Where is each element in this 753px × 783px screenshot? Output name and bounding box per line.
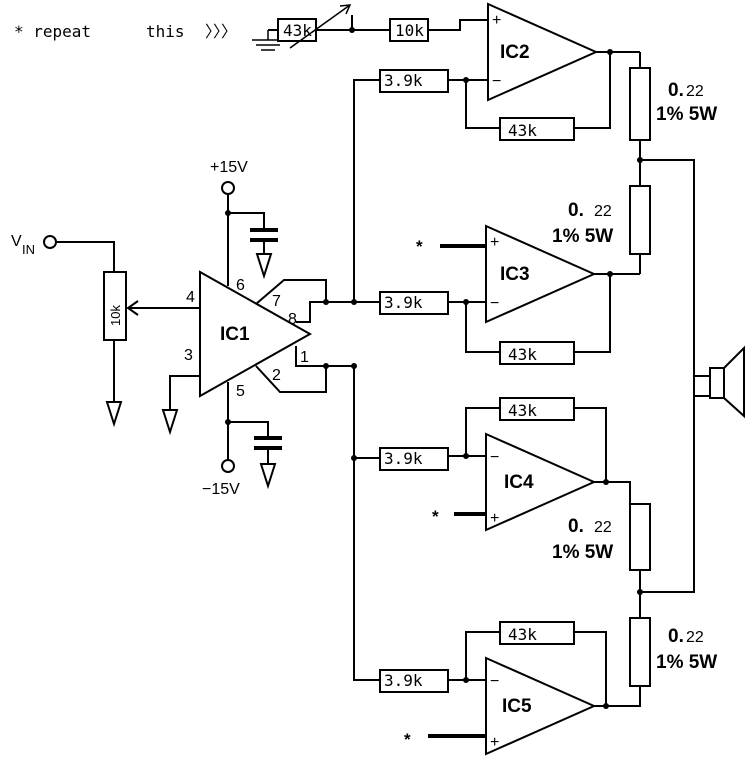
input-stage: V IN 10k xyxy=(11,233,200,436)
ic3-input-label: 3.9k xyxy=(384,293,423,312)
ic1-pin3: 3 xyxy=(184,347,193,364)
ic5-plus: + xyxy=(490,734,499,751)
bus-upper xyxy=(353,79,380,302)
ic5-star: * xyxy=(404,730,411,749)
vin-label: V xyxy=(11,233,22,250)
ic1-pin5: 5 xyxy=(236,383,245,400)
ground-pot xyxy=(105,401,123,428)
ic2-body xyxy=(487,2,599,102)
ic3-label: IC3 xyxy=(500,264,530,285)
ic3-plus: + xyxy=(490,234,499,251)
ic4-stage: 3.9k 43k − + IC4 * xyxy=(379,397,631,532)
ic3-minus: − xyxy=(490,295,499,312)
ic3-feedback-label: 43k xyxy=(508,345,537,364)
ic4-body xyxy=(485,432,597,532)
out-r4-value-a: 0. xyxy=(668,626,684,647)
repeat-10k-label: 10k xyxy=(395,21,424,40)
ic3-body xyxy=(485,224,597,324)
ground-cap-neg xyxy=(259,463,277,490)
ic1: IC1 4 3 6 5 7 8 1 2 +15V −15V xyxy=(184,159,357,498)
ic1-pin1: 1 xyxy=(300,349,309,366)
out-r2-spec: 1% 5W xyxy=(552,226,613,247)
ic2-minus: − xyxy=(492,73,501,90)
output-network: 0. 22 1% 5W 0. 22 1% 5W 0. 22 1% 5W 0. 2… xyxy=(552,52,717,687)
ic2-plus: + xyxy=(492,12,501,29)
supply-neg-terminal xyxy=(221,459,235,473)
repeat-note-text: * repeat xyxy=(14,22,91,41)
ic4-star: * xyxy=(432,507,439,526)
ic4-input-resistor xyxy=(379,447,449,471)
supply-pos-label: +15V xyxy=(210,159,248,176)
ic2-input-label: 3.9k xyxy=(384,71,423,90)
ic1-pin7: 7 xyxy=(272,293,281,310)
ic5-label: IC5 xyxy=(502,696,532,717)
ic5-minus: − xyxy=(490,673,499,690)
repeat-note: * repeat this 〉〉〉 43k 10k xyxy=(14,4,488,51)
ic4-minus: − xyxy=(490,449,499,466)
this-note-text: this xyxy=(146,22,185,41)
repeat-43k-label: 43k xyxy=(283,21,312,40)
out-r2-value-b: 22 xyxy=(594,203,612,220)
ic4-input-label: 3.9k xyxy=(384,449,423,468)
ic1-body xyxy=(199,270,313,398)
ic3-star: * xyxy=(416,237,423,256)
arrows-text: 〉〉〉 xyxy=(205,22,237,41)
ground-pin3 xyxy=(161,409,179,436)
out-r4-value-b: 22 xyxy=(686,629,704,646)
out-r3-value-b: 22 xyxy=(594,519,612,536)
ic2-label: IC2 xyxy=(500,42,530,63)
bus-lower xyxy=(353,366,380,459)
out-r3-value-a: 0. xyxy=(568,516,584,537)
ic5-body xyxy=(485,656,597,756)
ic4-label: IC4 xyxy=(504,472,534,493)
output-resistor-1 xyxy=(629,67,651,141)
ic3-stage: * 3.9k 43k + − IC3 xyxy=(379,224,640,365)
out-r4-spec: 1% 5W xyxy=(656,652,717,673)
pot-label: 10k xyxy=(108,305,123,326)
ic5-stage: 3.9k 43k − + IC5 * xyxy=(379,621,641,756)
vin-terminal xyxy=(43,235,57,249)
ic1-label: IC1 xyxy=(220,324,250,345)
ic1-pin2: 2 xyxy=(272,367,281,384)
ic1-pin8: 8 xyxy=(288,311,297,328)
out-r1-spec: 1% 5W xyxy=(656,104,717,125)
output-resistor-4 xyxy=(629,617,651,687)
out-r1-value-b: 22 xyxy=(686,83,704,100)
ic5-feedback-label: 43k xyxy=(508,625,537,644)
ic1-pin6: 6 xyxy=(236,277,245,294)
ic2-feedback-label: 43k xyxy=(508,121,537,140)
supply-neg-label: −15V xyxy=(202,481,240,498)
ic4-feedback-label: 43k xyxy=(508,401,537,420)
out-r3-spec: 1% 5W xyxy=(552,542,613,563)
ic5-input-label: 3.9k xyxy=(384,671,423,690)
speaker-icon xyxy=(693,345,745,419)
ic2-stage: 3.9k 43k + − IC2 xyxy=(379,2,640,141)
vin-subscript: IN xyxy=(22,242,35,257)
out-r2-value-a: 0. xyxy=(568,200,584,221)
ic4-plus: + xyxy=(490,510,499,527)
ground-cap-pos xyxy=(255,253,273,280)
output-resistor-2 xyxy=(629,185,651,255)
ic1-pin4: 4 xyxy=(186,289,195,306)
supply-pos-terminal xyxy=(221,181,235,195)
out-r1-value-a: 0. xyxy=(668,80,684,101)
output-resistor-3 xyxy=(629,503,651,571)
